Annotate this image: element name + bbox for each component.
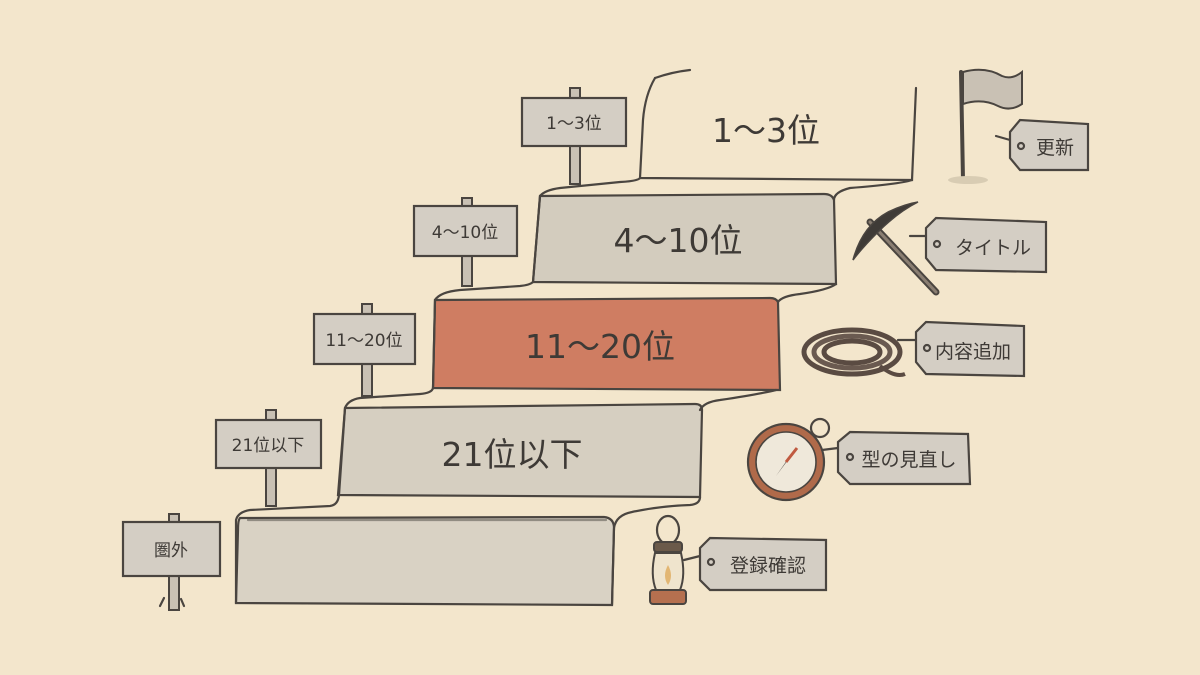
pickaxe-icon — [852, 201, 940, 296]
signpost-1-3: 1～3位 — [520, 87, 628, 185]
sign-label-11-20: 11～20位 — [325, 331, 402, 351]
step-21-below: 21位以下 — [336, 402, 704, 499]
step-11-20: 11～20位 — [431, 296, 782, 392]
tag-label-title: タイトル — [955, 237, 1031, 259]
tag-label-registration-check: 登録確認 — [730, 555, 806, 577]
step-4-10: 4～10位 — [531, 192, 838, 286]
signpost-out-of-rank: 圏外 — [121, 513, 222, 611]
sign-label-21-below: 21位以下 — [232, 436, 305, 456]
rope-icon — [801, 327, 906, 377]
staircase: 21位以下 11～20位 4～10位 1～3位 — [234, 68, 918, 607]
step-out-of-rank — [234, 515, 616, 607]
flag-icon — [948, 68, 1023, 184]
tag-update: 更新 — [994, 118, 1090, 172]
tag-registration-check: 登録確認 — [682, 536, 828, 592]
tag-content-add: 内容追加 — [896, 320, 1026, 378]
compass-icon — [746, 417, 831, 502]
sign-label-1-3: 1～3位 — [546, 114, 602, 134]
signposts: 圏外 21位以下 11～20位 4～10位 1～3位 — [121, 87, 628, 611]
step-label-11-20: 11～20位 — [525, 327, 675, 366]
step-label-4-10: 4～10位 — [614, 221, 743, 260]
tag-label-update: 更新 — [1036, 137, 1074, 159]
sign-label-4-10: 4～10位 — [432, 223, 498, 243]
sign-label-out-of-rank: 圏外 — [154, 541, 188, 561]
tag-template-review: 型の見直し — [820, 430, 972, 486]
step-label-1-3: 1～3位 — [712, 111, 820, 150]
lantern-icon — [649, 514, 687, 605]
signpost-21-below: 21位以下 — [214, 409, 323, 507]
step-label-21-below: 21位以下 — [442, 435, 583, 474]
step-1-3: 1～3位 — [638, 68, 918, 182]
signpost-11-20: 11～20位 — [312, 303, 417, 397]
tag-label-content-add: 内容追加 — [935, 341, 1011, 363]
tools: 登録確認 型の見直し 内容追加 タイトル 更新 — [649, 68, 1090, 605]
signpost-4-10: 4～10位 — [412, 197, 519, 287]
tag-title: タイトル — [908, 216, 1048, 274]
tag-label-template-review: 型の見直し — [861, 449, 956, 471]
